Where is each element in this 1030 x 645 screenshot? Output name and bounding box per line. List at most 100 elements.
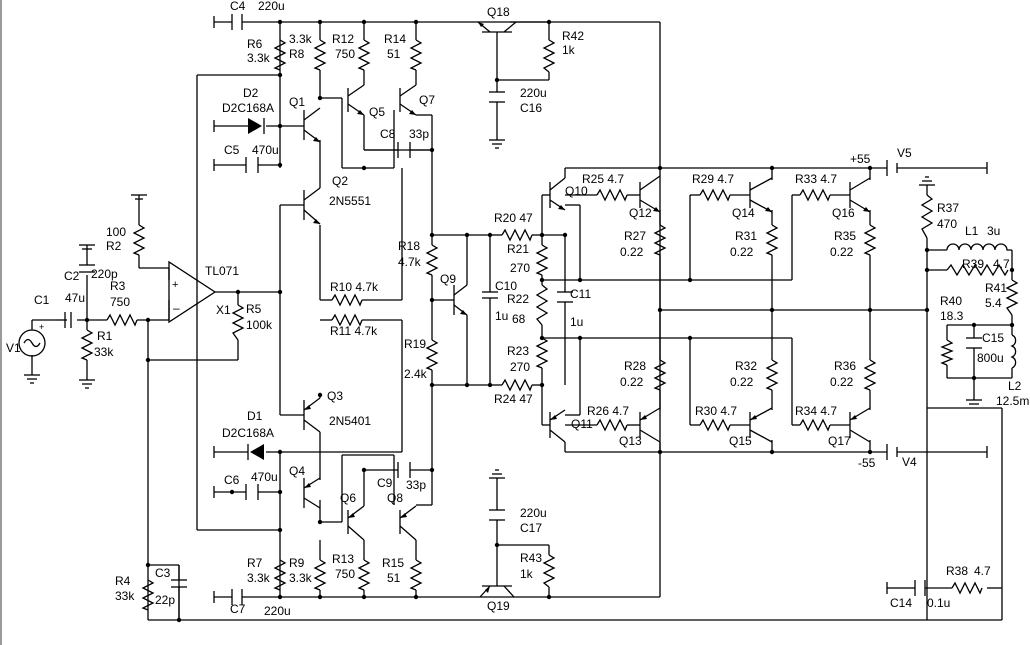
ground-3 xyxy=(79,244,95,250)
label-r32: R32 xyxy=(735,359,757,373)
label-r28: R28 xyxy=(624,359,646,373)
label-c3: C3 xyxy=(155,566,171,580)
label-d1-value: D2C168A xyxy=(222,426,274,440)
label-q4: Q4 xyxy=(289,464,305,478)
transistor-q15 xyxy=(749,407,773,443)
label-c1: C1 xyxy=(34,293,50,307)
resistor-r42 xyxy=(542,39,556,73)
transistor-q18 xyxy=(477,21,517,40)
transistor-q4 xyxy=(303,477,321,509)
label-r13: R13 xyxy=(332,552,354,566)
resistor-r24 xyxy=(501,378,533,392)
label-r41: R41 xyxy=(985,281,1007,295)
transistor-q13 xyxy=(639,407,661,452)
svg-text:+: + xyxy=(39,322,44,332)
label-r27-value: 0.22 xyxy=(620,245,644,259)
transistor-q10 xyxy=(549,168,566,211)
label-c11-value: 1u xyxy=(570,315,583,329)
resistor-r37 xyxy=(920,194,934,239)
label-r10: R10 4.7k xyxy=(330,280,379,294)
label-r4: R4 xyxy=(115,574,131,588)
resistor-r22 xyxy=(535,284,549,326)
resistor-r40 xyxy=(940,339,954,366)
inductor-l1 xyxy=(946,243,1012,251)
label-c4-value: 220u xyxy=(258,0,285,13)
resistor-r12 xyxy=(357,39,371,71)
opamp-tl071 xyxy=(168,260,217,324)
label-r9: R9 xyxy=(289,556,305,570)
resistor-r6 xyxy=(273,39,287,71)
label-r22-value: 68 xyxy=(512,312,526,326)
label-r24: R24 47 xyxy=(494,392,533,406)
transistor-q7 xyxy=(399,84,417,116)
label-q2-value: 2N5551 xyxy=(329,194,371,208)
label-c16: C16 xyxy=(520,101,542,115)
resistor-r2 xyxy=(132,224,146,256)
label-r5-value: 100k xyxy=(246,318,273,332)
transistor-q17 xyxy=(849,407,871,443)
label-v5: V5 xyxy=(897,146,912,160)
label-r39: R39 xyxy=(962,257,984,271)
label-r23-value: 270 xyxy=(510,360,530,374)
label-q15: Q15 xyxy=(729,434,752,448)
label-r29: R29 4.7 xyxy=(692,172,734,186)
label-d2: D2 xyxy=(243,86,259,100)
transistor-q6 xyxy=(347,500,365,541)
label-r28-value: 0.22 xyxy=(620,375,644,389)
label-r4-value: 33k xyxy=(115,589,135,603)
label-r15-value: 51 xyxy=(387,571,401,585)
resistor-r35 xyxy=(863,224,877,256)
label-minus55: -55 xyxy=(858,456,876,470)
capacitors xyxy=(64,14,982,620)
label-r14-value: 51 xyxy=(387,47,401,61)
label-c7-value: 220u xyxy=(264,604,291,618)
label-r1: R1 xyxy=(97,329,113,343)
resistor-r29 xyxy=(699,188,731,202)
label-v4: V4 xyxy=(902,455,917,469)
label-r18-value: 4.7k xyxy=(398,255,422,269)
label-r3: R3 xyxy=(110,279,126,293)
diode-d1 xyxy=(247,444,264,460)
label-r8-value: 3.3k xyxy=(289,32,313,46)
label-q13: Q13 xyxy=(619,434,642,448)
label-q16: Q16 xyxy=(832,206,855,220)
label-r15: R15 xyxy=(382,556,404,570)
resistor-r39 xyxy=(946,263,1009,277)
label-c15: C15 xyxy=(982,331,1004,345)
resistor-r20 xyxy=(501,228,533,242)
resistor-r9 xyxy=(313,559,327,591)
label-r35-value: 0.22 xyxy=(830,245,854,259)
resistor-r1 xyxy=(80,329,94,361)
label-plus55: +55 xyxy=(850,152,871,166)
resistors xyxy=(80,39,1019,611)
resistor-r11 xyxy=(331,313,363,327)
resistor-r15 xyxy=(409,559,423,591)
label-q11: Q11 xyxy=(571,417,593,431)
label-d2-value: D2C168A xyxy=(222,101,274,115)
label-r6-value: 3.3k xyxy=(247,51,271,65)
label-r39-value: 4.7 xyxy=(993,257,1010,271)
label-r23: R23 xyxy=(507,344,529,358)
resistor-r23 xyxy=(535,337,549,369)
label-q3-value: 2N5401 xyxy=(329,414,371,428)
ground-5 xyxy=(24,374,40,384)
transistor-q19 xyxy=(479,580,515,598)
label-r33: R33 4.7 xyxy=(795,172,837,186)
label-r19: R19 xyxy=(404,337,426,351)
label-c9-value: 33p xyxy=(406,478,426,492)
resistor-r8 xyxy=(313,39,327,71)
resistor-r27 xyxy=(653,224,667,256)
resistor-r7 xyxy=(273,559,287,591)
label-r36-value: 0.22 xyxy=(830,375,854,389)
label-r19-value: 2.4k xyxy=(404,367,428,381)
label-r7: R7 xyxy=(247,556,263,570)
label-c16-value: 220u xyxy=(520,86,547,100)
ground-8 xyxy=(966,399,982,405)
other-components: + – + xyxy=(18,16,1017,623)
label-q2: Q2 xyxy=(332,174,348,188)
label-v1: V1 xyxy=(6,341,21,355)
transistor-q14 xyxy=(749,177,773,213)
transistor-q8 xyxy=(399,505,417,541)
ground-6 xyxy=(489,469,505,479)
label-r2-value: 100 xyxy=(106,225,126,239)
